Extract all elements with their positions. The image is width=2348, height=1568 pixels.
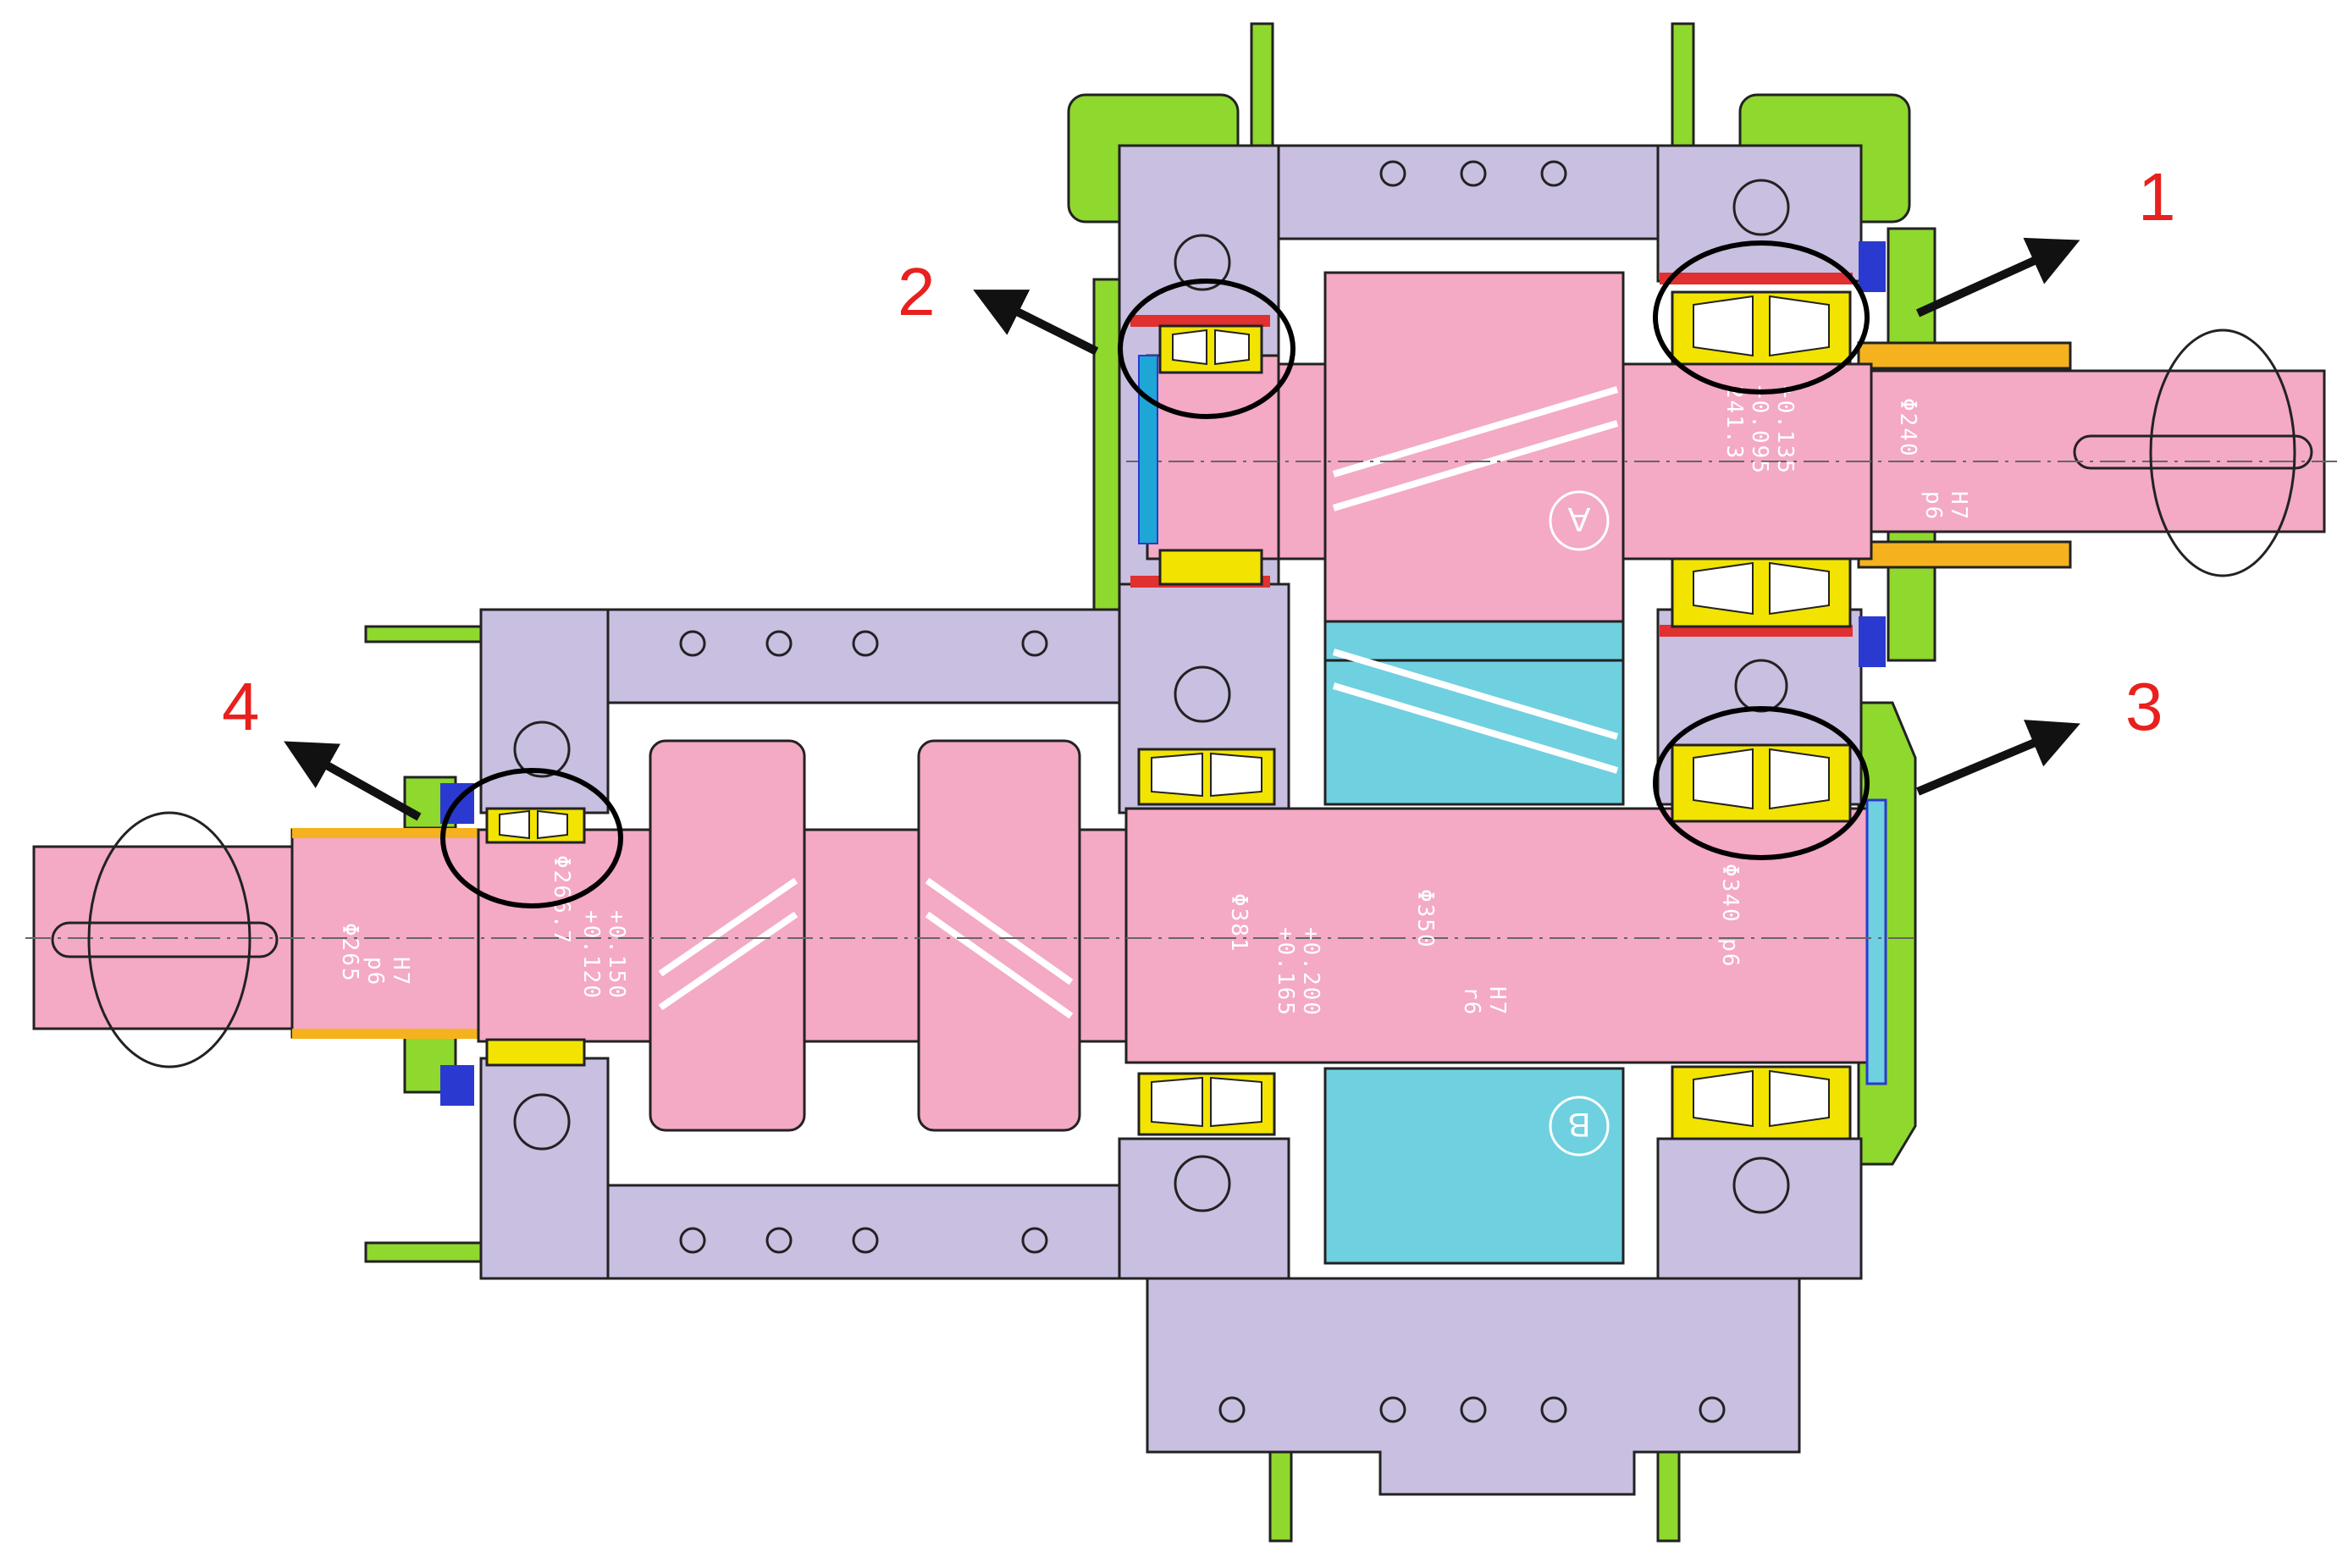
bearing-4-lower xyxy=(485,1038,586,1067)
dim-gear-fit-r6: r6 xyxy=(1459,986,1484,1016)
herringbone-gear-right xyxy=(917,739,1081,1132)
output-gear-B-cyan-top xyxy=(1323,659,1625,806)
dim-input-fit: H7 xyxy=(1946,491,1971,521)
callout-number-2: 2 xyxy=(898,254,936,329)
callout-circles xyxy=(440,240,1870,908)
output-gear-B-cyan-bottom xyxy=(1323,1067,1625,1265)
dim-gear-fit: H7 xyxy=(1484,986,1510,1016)
dim-input-dia: Φ240 xyxy=(1895,398,1920,458)
housing-left-lower-block xyxy=(479,1057,610,1280)
top-pin-right xyxy=(1671,22,1695,152)
dim-mid-tol-lower: +0.165 xyxy=(1273,927,1298,1017)
dim-input-tol-lower: +0.095 xyxy=(1747,385,1772,475)
callout-numbers: 1 2 3 4 xyxy=(222,159,2176,744)
callout-arrow-1 xyxy=(1915,237,2080,317)
input-coupling-orange-top xyxy=(1857,341,2072,370)
left-shaft-orange-top xyxy=(292,828,478,838)
dim-right-dia: Φ340 p6 xyxy=(1717,864,1743,969)
callout-circle-4 xyxy=(440,768,623,908)
dim-mid-dia: Φ381 xyxy=(1226,893,1251,953)
left-coupling-orange xyxy=(290,828,484,1039)
rotation-arrows xyxy=(87,329,2296,1068)
intermediate-shaft-end xyxy=(1146,354,1280,560)
left-keyway xyxy=(51,921,279,958)
callout-arrow-3 xyxy=(1916,720,2080,796)
input-keyway xyxy=(2073,434,2313,470)
callout-number-1: 1 xyxy=(2138,159,2176,235)
pinion-A xyxy=(1323,271,1625,623)
bearing-rollers xyxy=(499,295,1830,1128)
bottom-pin-left xyxy=(1268,1438,1293,1543)
callout-circle-2 xyxy=(1118,279,1296,419)
center-lines xyxy=(25,461,2337,939)
left-pin-upper xyxy=(364,625,484,643)
left-shaft-orange-bottom xyxy=(292,1029,478,1039)
bearing-2-lower xyxy=(1158,549,1263,586)
rotation-arrow-input xyxy=(2149,329,2296,577)
input-coupling-orange-bottom xyxy=(1857,540,2072,569)
callout-circle-3 xyxy=(1653,706,1870,860)
output-shaft-body xyxy=(1124,807,1869,1064)
callout-number-4: 4 xyxy=(222,669,260,744)
upper-left-plate xyxy=(1092,278,1121,611)
callout-number-3: 3 xyxy=(2125,669,2163,744)
housing-top-beam xyxy=(1277,144,1660,240)
top-pin-left xyxy=(1250,22,1274,152)
dim-left-tol-lower: +0.120 xyxy=(578,910,604,1000)
bolt-holes xyxy=(513,160,1790,1423)
housing-bottom-base xyxy=(1146,1277,1801,1496)
callout-arrow-2 xyxy=(973,290,1099,356)
gear-label-A-circle xyxy=(1549,490,1610,551)
dim-gear-dia: Φ350 xyxy=(1412,889,1438,949)
callout-arrow-4 xyxy=(284,741,422,821)
housing xyxy=(479,144,1863,1496)
left-pin-lower xyxy=(364,1241,484,1263)
herringbone-gear-left xyxy=(649,739,806,1132)
gear-label-B-circle xyxy=(1549,1096,1610,1157)
dim-left-dia: Φ265 xyxy=(337,923,362,983)
dim-left-fit-p6: p6 xyxy=(362,957,388,986)
rotation-arrow-output xyxy=(87,811,251,1068)
dim-mid-tol-upper: +0.200 xyxy=(1298,927,1323,1017)
gear-labels: A B xyxy=(1549,490,1610,1157)
dim-input-fit-p6: p6 xyxy=(1920,491,1946,521)
dim-input-tol-upper: +0.135 xyxy=(1772,385,1798,475)
dim-left-tol-upper: +0.150 xyxy=(604,910,629,1000)
shafts-and-gears xyxy=(32,271,2326,1265)
callout-circle-1 xyxy=(1653,240,1870,395)
gear-label-B: B xyxy=(1568,1106,1591,1143)
bottom-pin-right xyxy=(1656,1438,1681,1543)
gear-tooth-lines xyxy=(658,386,1619,1019)
dim-left-fit: H7 xyxy=(388,957,413,986)
housing-left-upper-block xyxy=(479,608,610,814)
output-shaft-end-plate xyxy=(1865,798,1887,1085)
callout-arrows xyxy=(284,237,2080,821)
gear-label-A: A xyxy=(1567,500,1590,538)
dim-input-bore: 241.3 xyxy=(1721,385,1747,460)
